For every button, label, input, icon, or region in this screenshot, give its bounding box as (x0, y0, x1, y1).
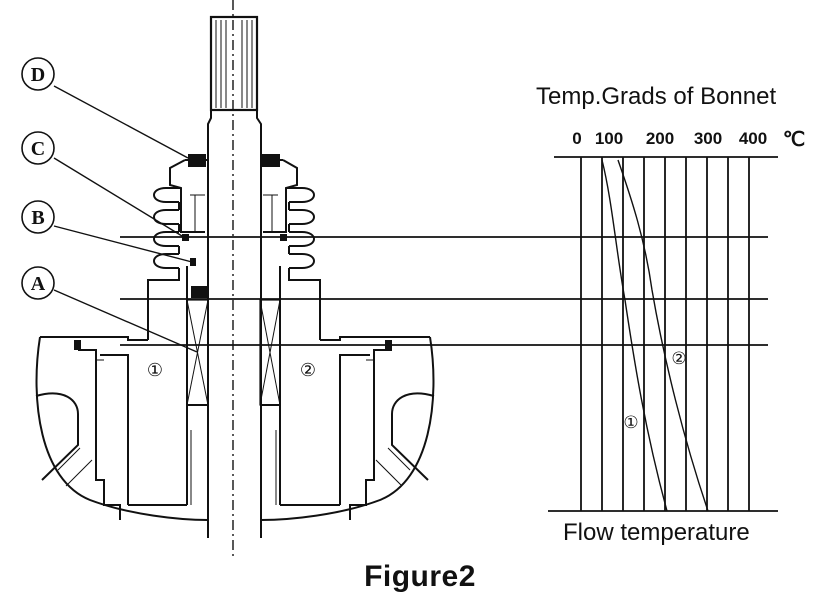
temperature-curve-2 (617, 159, 709, 512)
flow-temperature-label: Flow temperature (563, 519, 750, 546)
valve-body (35, 336, 435, 521)
temperature-curve-1 (601, 159, 668, 512)
callout-label-C: C (31, 138, 45, 160)
cooling-fins-left (147, 187, 181, 340)
callout-circles (21, 57, 55, 300)
scale-tick-100: 100 (595, 129, 623, 148)
seal-B (190, 258, 196, 266)
callout-label-A: A (31, 273, 46, 295)
scale-tick-200: 200 (646, 129, 674, 148)
scale-tick-0: 0 (572, 129, 581, 148)
seal-D-right (262, 154, 280, 167)
curve-1-label: ① (623, 413, 638, 432)
temperature-chart-grid (548, 156, 778, 512)
callout-label-B: B (31, 207, 44, 229)
scale-tick-300: 300 (694, 129, 722, 148)
packing-top-ring (191, 286, 207, 298)
section-lines (120, 236, 768, 346)
scale-unit: ℃ (783, 129, 805, 151)
chart-title: Temp.Grads of Bonnet (536, 83, 776, 110)
body-gasket-left (74, 340, 81, 350)
zone-1-marker: ① (147, 360, 163, 380)
scale-tick-400: 400 (739, 129, 767, 148)
zone-2-marker: ② (300, 360, 316, 380)
seal-D (188, 154, 206, 167)
stem-thread (209, 15, 259, 112)
callout-label-D: D (31, 64, 45, 86)
curve-2-label: ② (671, 349, 686, 368)
figure-caption: Figure2 (364, 560, 476, 593)
callout-leaders (53, 85, 198, 353)
valve-stem (207, 110, 262, 538)
cooling-fins-right (286, 187, 321, 340)
packing-chamber (186, 266, 281, 406)
